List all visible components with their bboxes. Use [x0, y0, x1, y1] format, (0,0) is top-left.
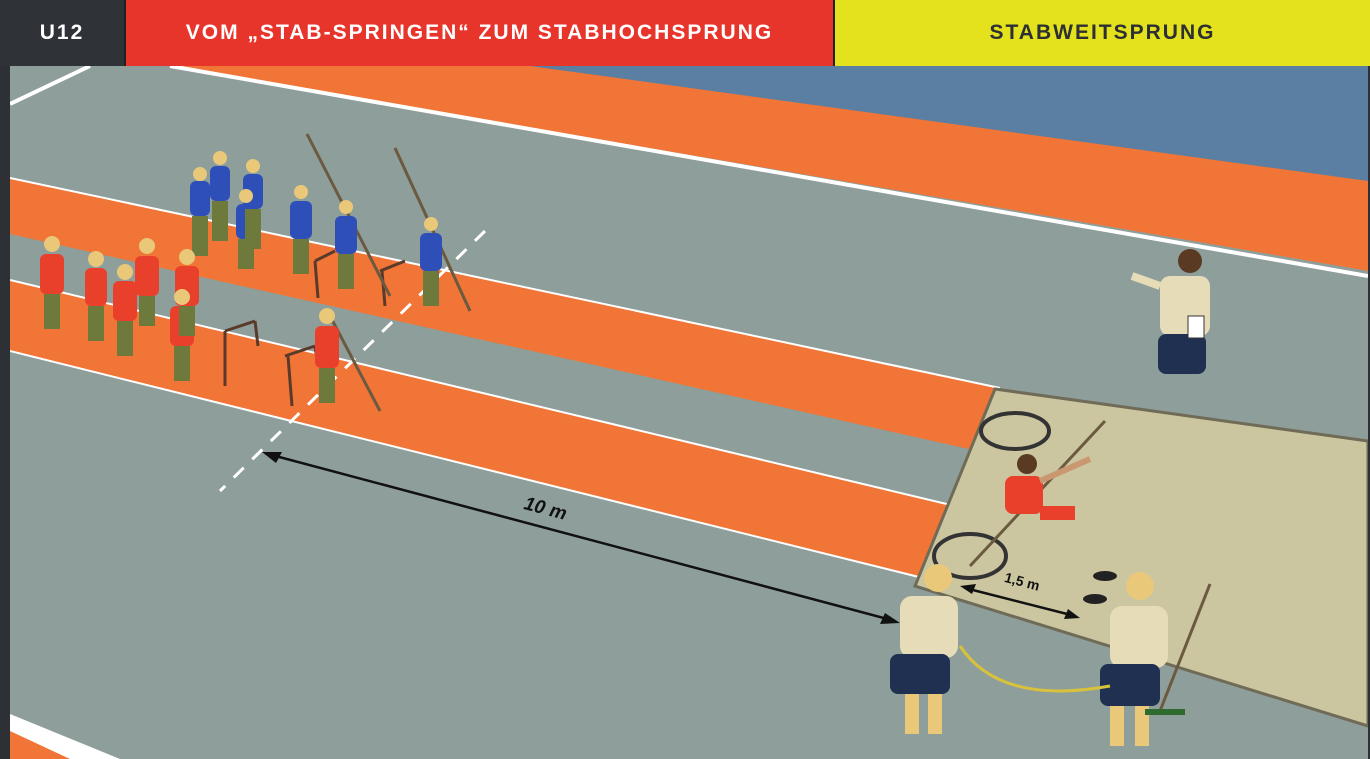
page-subtitle: STABWEITSPRUNG	[833, 0, 1370, 66]
footprint-icon	[1083, 594, 1107, 604]
header-bar: U12 VOM „STAB-SPRINGEN“ ZUM STABHOCHSPRU…	[0, 0, 1370, 66]
scene-svg: 10 m 1,5 m	[10, 66, 1368, 759]
level-badge: U12	[0, 0, 124, 66]
page-title: VOM „STAB-SPRINGEN“ ZUM STABHOCHSPRUNG	[124, 0, 833, 66]
rake-icon	[1145, 709, 1185, 715]
exercise-illustration: 10 m 1,5 m	[10, 66, 1368, 759]
footprint-icon	[1093, 571, 1117, 581]
